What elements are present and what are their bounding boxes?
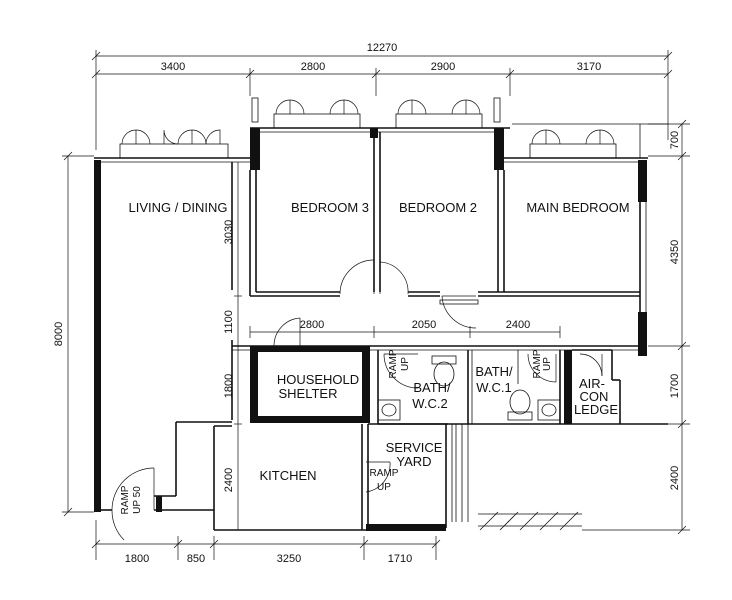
dim-left-inner-4: 2400 (223, 468, 235, 492)
service-ramp-label-1: RAMP (370, 468, 399, 479)
dim-top-2: 2800 (301, 61, 325, 73)
room-labels: LIVING / DINING BEDROOM 3 BEDROOM 2 MAIN… (129, 200, 630, 483)
service-yard-label-2: YARD (396, 454, 431, 469)
basin-icon-2 (537, 399, 561, 421)
service-yard-label-1: SERVICE (386, 440, 443, 455)
dim-middle-1: 2800 (300, 319, 324, 331)
bottom-dimensions: 1800 850 3250 1710 (91, 520, 441, 565)
toilet-icon-2 (509, 389, 531, 415)
dim-middle-2: 2050 (412, 319, 436, 331)
left-dimensions: 8000 3030 1100 1800 2400 (53, 151, 242, 530)
dim-middle-3: 2400 (506, 319, 530, 331)
bedroom3-label: BEDROOM 3 (291, 200, 369, 215)
entrance-ramp-label-2: UP 50 (132, 486, 143, 514)
doors (111, 259, 603, 541)
living-dining-label: LIVING / DINING (129, 200, 228, 215)
dim-top-4: 3170 (577, 61, 601, 73)
bath-ramp-b-label-1: RAMP (532, 349, 543, 378)
dim-bottom-2: 850 (187, 553, 205, 565)
bedroom2-label: BEDROOM 2 (399, 200, 477, 215)
bath-ramp-b-label-2: UP (542, 357, 553, 371)
service-ramp-label-2: UP (377, 482, 391, 493)
aircon-ledge-label-2: CON (580, 389, 609, 404)
bath-ramp-a-label-1: RAMP (388, 349, 399, 378)
dim-bottom-3: 3250 (277, 553, 301, 565)
aircon-ledge-label-3: LEDGE (574, 402, 618, 417)
dim-bottom-1: 1800 (125, 553, 149, 565)
kitchen-label: KITCHEN (259, 468, 316, 483)
basin-icon (377, 399, 401, 421)
dim-overall-width: 12270 (367, 42, 398, 54)
dim-right-4: 2400 (669, 466, 681, 490)
bath-wc1-label-2: W.C.1 (476, 380, 511, 395)
middle-dimensions: 2800 2050 2400 (249, 319, 561, 338)
windows (119, 97, 668, 159)
bath-wc1-label-1: BATH/ (475, 364, 513, 379)
household-shelter-label-1: HOUSEHOLD (277, 372, 359, 387)
bath-ramp-a-label-2: UP (400, 357, 411, 371)
entrance-ramp-label-1: RAMP (120, 485, 131, 514)
dim-left-inner-2: 1100 (223, 310, 235, 334)
dim-bottom-4: 1710 (388, 553, 412, 565)
dim-left-inner-3: 1800 (223, 374, 235, 398)
dim-top-1: 3400 (161, 61, 185, 73)
main-bedroom-label: MAIN BEDROOM (526, 200, 629, 215)
top-dimensions: 12270 3400 2800 2900 3170 (91, 42, 673, 150)
toilet-icon (431, 355, 457, 365)
aircon-ledge-label-1: AIR- (579, 376, 605, 391)
fixtures (377, 350, 582, 531)
household-shelter-label-2: SHELTER (279, 386, 338, 401)
dim-left-inner-1: 3030 (223, 220, 235, 244)
dim-right-1: 700 (669, 131, 681, 149)
dim-left-overall: 8000 (53, 322, 65, 346)
dim-right-3: 1700 (669, 374, 681, 398)
bath-wc2-label-1: BATH/ (413, 380, 451, 395)
dim-top-3: 2900 (431, 61, 455, 73)
bath-wc2-label-2: W.C.2 (412, 396, 447, 411)
ramp-labels: RAMP UP RAMP UP RAMP UP RAMP UP 50 (120, 349, 553, 514)
dim-right-2: 4350 (669, 240, 681, 264)
right-dimensions: 700 4350 1700 2400 (582, 119, 690, 535)
